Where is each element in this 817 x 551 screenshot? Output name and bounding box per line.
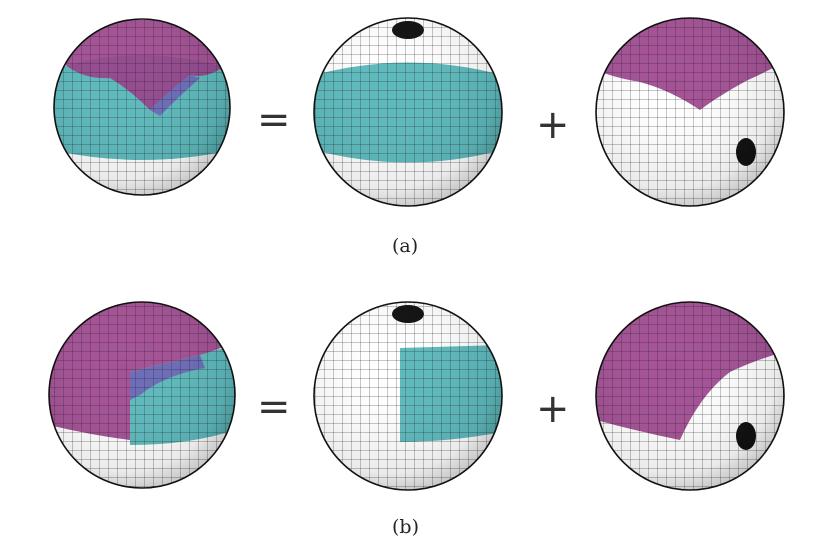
equals-sign-a: = [257, 97, 291, 143]
sphere-term1-a [314, 18, 502, 206]
plus-sign-a: + [536, 102, 570, 148]
plus-sign-b: + [536, 386, 570, 432]
sphere-outline [313, 301, 503, 491]
sphere-combined-a [54, 19, 230, 195]
row-b: = + (b) [48, 301, 785, 538]
sphere-outline [53, 18, 231, 196]
sphere-outline [48, 301, 236, 489]
equals-sign-b: = [257, 384, 291, 430]
sphere-combined-b [49, 302, 235, 488]
caption-b: (b) [392, 516, 419, 538]
sphere-outline [313, 17, 503, 207]
caption-a: (a) [392, 235, 418, 257]
sphere-outline [595, 301, 785, 491]
sphere-outline [595, 17, 785, 207]
sphere-term2-b [596, 302, 784, 490]
sphere-term1-b [314, 302, 502, 490]
sphere-term2-a [596, 18, 784, 206]
row-a: = + (a) [53, 17, 785, 257]
